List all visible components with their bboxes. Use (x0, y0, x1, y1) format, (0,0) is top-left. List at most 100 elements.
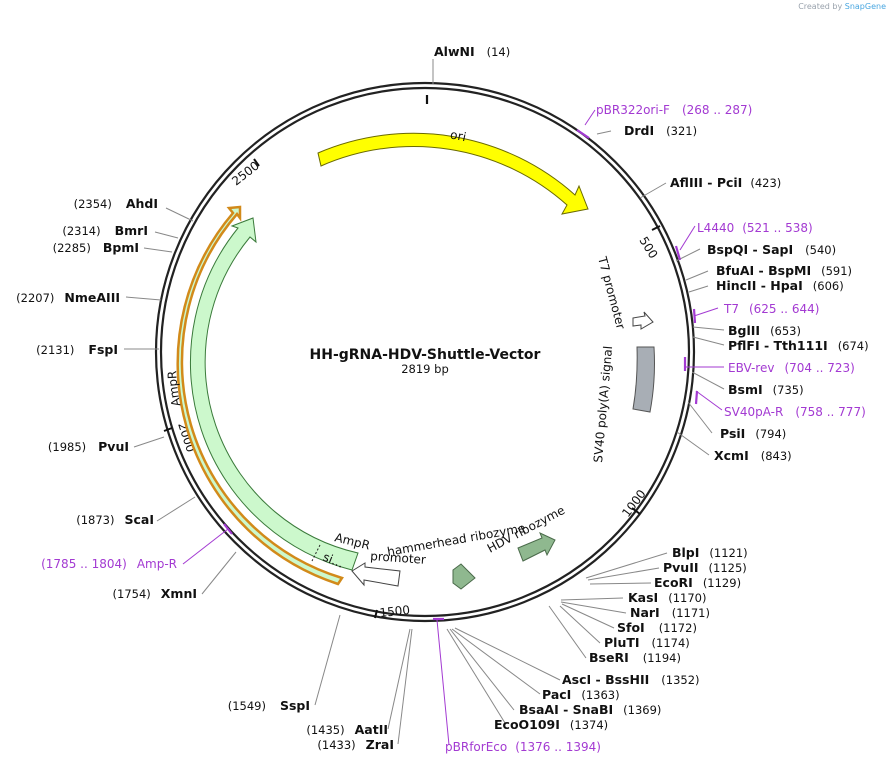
backbone-inner-ring (159, 86, 691, 618)
ori-arrow[interactable] (317, 132, 589, 215)
credit-prefix: Created by (798, 2, 843, 11)
leader-t7 (693, 307, 719, 317)
ampr-promoter-arrow[interactable] (351, 562, 401, 587)
leader-psii (687, 401, 713, 434)
enzyme-asci-bsshii[interactable]: AscI - BssHII(1352) (562, 672, 700, 687)
primer-l4440[interactable]: L4440(521 .. 538) (697, 221, 813, 235)
enzyme-xcmi[interactable]: XcmI(843) (714, 448, 792, 463)
enzyme-nari[interactable]: NarI(1171) (630, 605, 710, 620)
enzyme-leader-lines (124, 59, 725, 745)
enzyme-psii[interactable]: PsiI(794) (720, 426, 786, 441)
leader-sv40pa-r (695, 390, 723, 411)
ampr-arrow[interactable] (189, 217, 359, 571)
primer-site-t7[interactable] (692, 308, 697, 324)
tick-label-1500: 1500 (379, 603, 411, 620)
tick-mark-1000 (631, 507, 641, 515)
enzyme-scai[interactable]: (1873)ScaI (76, 512, 154, 527)
enzyme-afliii-pcii[interactable]: AflIII - PciI(423) (670, 175, 781, 190)
leader-afliii (639, 182, 667, 199)
leader-amp-r (182, 528, 229, 565)
ori-label: ori (449, 128, 467, 145)
leader-paci (451, 628, 541, 695)
t7-promoter-arrow[interactable] (632, 311, 654, 330)
primer-sv40pa-r[interactable]: SV40pA-R(758 .. 777) (724, 405, 866, 419)
enzyme-bmri[interactable]: (2314)BmrI (62, 223, 148, 238)
tick-label-1000: 1000 (619, 487, 649, 520)
leader-pluti (559, 605, 601, 644)
enzyme-bsaai-snabi[interactable]: BsaAI - SnaBI(1369) (519, 702, 661, 717)
leader-xcmi (676, 431, 710, 456)
primer-t7[interactable]: T7(625 .. 644) (723, 302, 819, 316)
enzyme-hincii-hpai[interactable]: HincII - HpaI(606) (716, 278, 844, 293)
hdv-ribozyme-arrow[interactable] (517, 532, 556, 562)
feature-ampr[interactable]: AmpR si... (165, 205, 359, 586)
primer-site-pbr322ori-f[interactable] (576, 129, 590, 139)
enzyme-sfoi[interactable]: SfoI(1172) (617, 620, 697, 635)
primer-site-l4440[interactable] (674, 245, 682, 261)
backbone (154, 81, 696, 623)
enzyme-aatii[interactable]: (1435)AatII (306, 722, 388, 737)
leader-bglii (692, 326, 725, 331)
primer-pbr322ori-f[interactable]: pBR322ori-F(268 .. 287) (596, 103, 752, 117)
tick-mark-2500 (253, 158, 260, 167)
leader-pflfi (692, 336, 725, 346)
enzyme-pluti[interactable]: PluTI(1174) (604, 635, 690, 650)
feature-hammerhead-ribozyme[interactable]: hammerhead ribozyme (386, 521, 526, 590)
enzyme-ahdi[interactable]: (2354)AhdI (74, 196, 158, 211)
enzyme-labels: AlwNI(14) DrdI(321) AflIII - PciI(423) B… (16, 44, 868, 752)
leader-bseri (548, 605, 587, 659)
feature-t7-promoter[interactable]: T7 promoter (595, 254, 654, 331)
primer-site-sv40pa-r[interactable] (694, 390, 699, 405)
leader-bpmi (143, 247, 173, 253)
leader-pvuii (587, 567, 660, 581)
enzyme-paci[interactable]: PacI(1363) (542, 687, 620, 702)
enzyme-bsmi[interactable]: BsmI(735) (728, 382, 804, 397)
enzyme-kasi[interactable]: KasI(1170) (628, 590, 706, 605)
enzyme-bglii[interactable]: BglII(653) (728, 323, 801, 338)
enzyme-nmeaiii[interactable]: (2207)NmeAIII (16, 290, 120, 305)
primer-leader-lines (182, 109, 724, 746)
primer-sites (223, 129, 699, 621)
ampr-label: AmpR (165, 370, 183, 407)
sv40-polya-block[interactable] (632, 346, 655, 413)
enzyme-pvuii[interactable]: PvuII(1125) (663, 560, 747, 575)
leader-bsmi (691, 371, 725, 390)
leader-sspi (314, 614, 341, 706)
primer-pbrforeco[interactable]: pBRforEco(1376 .. 1394) (445, 740, 601, 754)
enzyme-fspi[interactable]: (2131)FspI (36, 342, 118, 357)
enzyme-ecori[interactable]: EcoRI(1129) (654, 575, 741, 590)
primer-site-amp-r[interactable] (223, 523, 233, 535)
leader-ahdi (165, 207, 194, 222)
enzyme-ecoo109i[interactable]: EcoO109I(1374) (494, 717, 608, 732)
ampr-orange-outline (176, 205, 344, 586)
leader-bfuai (685, 270, 709, 281)
leader-bmri (154, 231, 179, 239)
enzyme-bfuai-bspmi[interactable]: BfuAI - BspMI(591) (716, 263, 852, 278)
leader-blpi (585, 552, 668, 579)
feature-sv40-polya[interactable]: SV40 poly(A) signal (591, 345, 655, 463)
enzyme-beseri[interactable]: BseRI(1194) (589, 650, 681, 665)
tick-mark-1500 (374, 609, 378, 619)
feature-ori[interactable]: ori (317, 128, 589, 215)
enzyme-bpmi[interactable]: (2285)BpmI (53, 240, 139, 255)
hammerhead-ribozyme-arrow[interactable] (452, 563, 476, 590)
enzyme-sspi[interactable]: (1549)SspI (228, 698, 310, 713)
leader-zrai (397, 628, 413, 745)
enzyme-alwni[interactable]: AlwNI(14) (434, 44, 510, 59)
tick-label-500: 500 (636, 234, 660, 261)
enzyme-pvui[interactable]: (1985)PvuI (48, 439, 129, 454)
enzyme-pflfi-tth111i[interactable]: PflFI - Tth111I(674) (728, 338, 869, 353)
leader-pbr322ori-f (584, 109, 596, 126)
enzyme-drdi[interactable]: DrdI(321) (624, 123, 697, 138)
enzyme-bspqi-sapi[interactable]: BspQI - SapI(540) (707, 242, 836, 257)
enzyme-zrai[interactable]: (1433)ZraI (317, 737, 394, 752)
enzyme-blpi[interactable]: BlpI(1121) (672, 545, 748, 560)
t7-promoter-label: T7 promoter (595, 254, 628, 331)
leader-pvui (133, 436, 165, 448)
primer-amp-r[interactable]: (1785 .. 1804)Amp-R (41, 557, 177, 571)
snapgene-brand: SnapGene (844, 2, 886, 11)
enzyme-xmni[interactable]: (1754)XmnI (113, 586, 197, 601)
tick-mark-2000 (163, 427, 173, 432)
primer-ebv-rev[interactable]: EBV-rev(704 .. 723) (728, 361, 855, 375)
